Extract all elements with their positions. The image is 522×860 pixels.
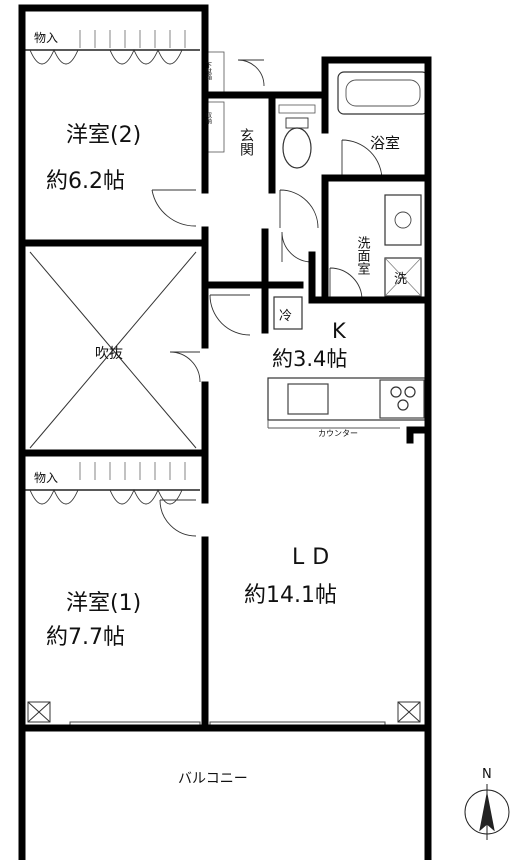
bathtub bbox=[337, 71, 429, 115]
western2-name: 洋室(2) bbox=[66, 123, 141, 148]
walls bbox=[18, 4, 432, 860]
bath-label: 浴室 bbox=[370, 134, 400, 152]
western1-name: 洋室(1) bbox=[66, 591, 141, 616]
closet-bottom-doors bbox=[29, 488, 183, 505]
sink bbox=[287, 383, 329, 415]
kitchen-size: 約3.4帖 bbox=[272, 347, 347, 371]
closet-top-label: 物入 bbox=[34, 31, 58, 45]
fridge-area bbox=[273, 296, 303, 330]
fridge-label: 冷 bbox=[279, 309, 292, 324]
ld-size: 約14.1帖 bbox=[244, 583, 337, 608]
stove-burner bbox=[397, 399, 409, 411]
washer-area bbox=[384, 257, 422, 297]
door-swings bbox=[151, 59, 383, 537]
compass-north-label: N bbox=[482, 767, 492, 782]
toilet bbox=[282, 127, 312, 169]
washroom-label: 洗面室 bbox=[355, 236, 371, 275]
shoe-box-label: 下駄箱 bbox=[205, 62, 212, 81]
fukinuke-void bbox=[29, 251, 197, 449]
western2-size: 約6.2帖 bbox=[46, 169, 125, 194]
closet-top-doors bbox=[29, 48, 183, 65]
fukinuke-label: 吹抜 bbox=[95, 346, 123, 362]
western1-size: 約7.7帖 bbox=[46, 625, 125, 650]
closet-top-hatch bbox=[79, 30, 186, 48]
balcony-label: バルコニー bbox=[178, 771, 248, 787]
closet-bottom-hatch bbox=[79, 462, 186, 480]
washer-label: 洗 bbox=[394, 272, 407, 287]
storage-label: 収納 bbox=[205, 112, 212, 125]
closet-bottom-label: 物入 bbox=[34, 471, 58, 485]
kitchen-name: K bbox=[332, 319, 347, 343]
wash-basin bbox=[384, 194, 422, 246]
counter-label: カウンター bbox=[318, 429, 358, 438]
stove-burner bbox=[404, 386, 416, 398]
entrance-label: 玄関 bbox=[238, 127, 254, 157]
north-compass bbox=[464, 784, 510, 840]
stove-burner bbox=[390, 386, 402, 398]
pipe-space bbox=[27, 701, 421, 723]
window-sashes bbox=[39, 239, 386, 729]
ld-name: LD bbox=[292, 545, 337, 570]
